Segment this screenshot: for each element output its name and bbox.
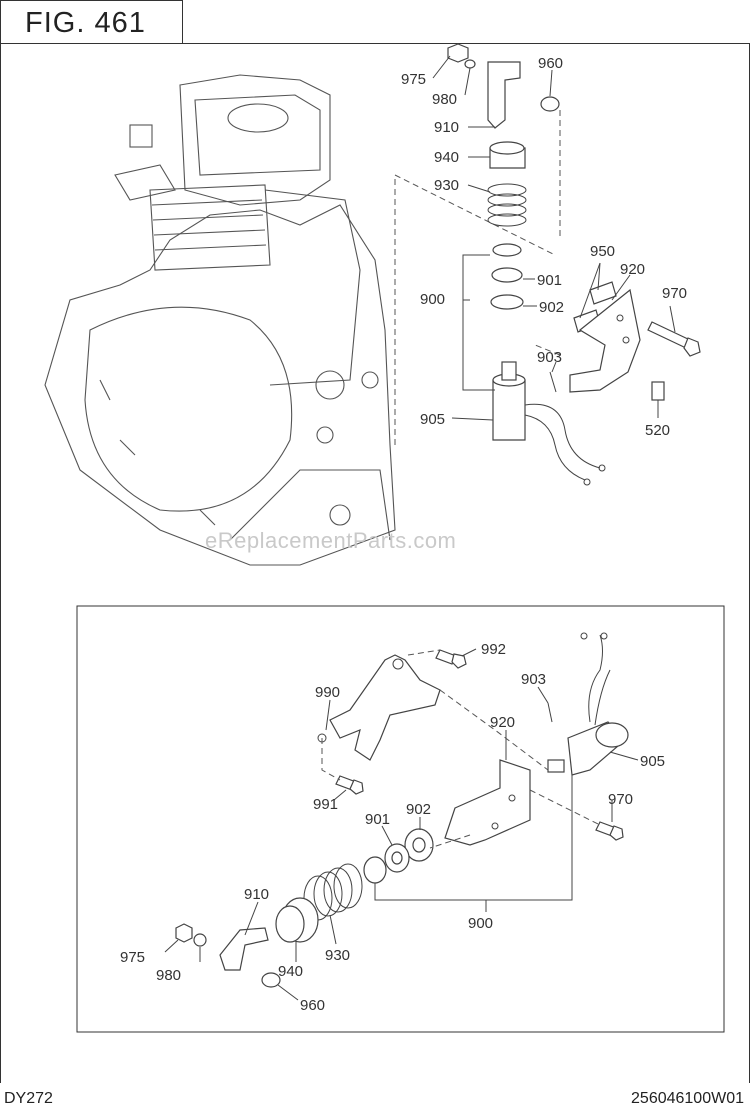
callout-903: 903 [537, 349, 562, 366]
callout-950: 950 [590, 243, 615, 260]
figure-title-box: FIG. 461 [0, 0, 183, 44]
callout-920-inset: 920 [490, 714, 515, 731]
top-leader-lines [432, 55, 676, 421]
drawing-part-number: 256046100W01 [631, 1090, 744, 1107]
bottom-callout-labels: 992 903 990 920 905 991 901 902 970 910 … [120, 641, 665, 1014]
callout-970: 970 [662, 285, 687, 302]
watermark: eReplacementParts.com [205, 528, 457, 553]
callout-930: 930 [434, 177, 459, 194]
callout-900-inset: 900 [468, 915, 493, 932]
callout-902: 902 [539, 299, 564, 316]
callout-905-inset: 905 [640, 753, 665, 770]
callout-975: 975 [401, 71, 426, 88]
model-number: DY272 [4, 1090, 53, 1107]
callout-970-inset: 970 [608, 791, 633, 808]
assembly-leader-dashed [394, 174, 556, 445]
callout-910-inset: 910 [244, 886, 269, 903]
callout-930-inset: 930 [325, 947, 350, 964]
callout-980: 980 [432, 91, 457, 108]
callout-901: 901 [537, 272, 562, 289]
callout-960: 960 [538, 55, 563, 72]
callout-990: 990 [315, 684, 340, 701]
callout-903-inset: 903 [521, 671, 546, 688]
callout-900: 900 [420, 291, 445, 308]
callout-902-inset: 902 [406, 801, 431, 818]
callout-940-inset: 940 [278, 963, 303, 980]
callout-910: 910 [434, 119, 459, 136]
callout-905: 905 [420, 411, 445, 428]
figure-title: FIG. 461 [25, 7, 146, 39]
inset-frame [76, 605, 725, 1033]
callout-920: 920 [620, 261, 645, 278]
bottom-leader-lines [164, 648, 639, 1001]
callout-980-inset: 980 [156, 967, 181, 984]
callout-991: 991 [313, 796, 338, 813]
engine-block-illustration [44, 74, 396, 566]
callout-992: 992 [481, 641, 506, 658]
callout-901-inset: 901 [365, 811, 390, 828]
top-callout-labels: 975 980 960 910 940 930 950 920 900 901 … [401, 55, 687, 439]
bottom-parts [175, 632, 629, 988]
bottom-assembly-axes [321, 649, 601, 849]
callout-960-inset: 960 [300, 997, 325, 1014]
callout-520: 520 [645, 422, 670, 439]
callout-940: 940 [434, 149, 459, 166]
callout-975-inset: 975 [120, 949, 145, 966]
top-parts [447, 43, 701, 486]
